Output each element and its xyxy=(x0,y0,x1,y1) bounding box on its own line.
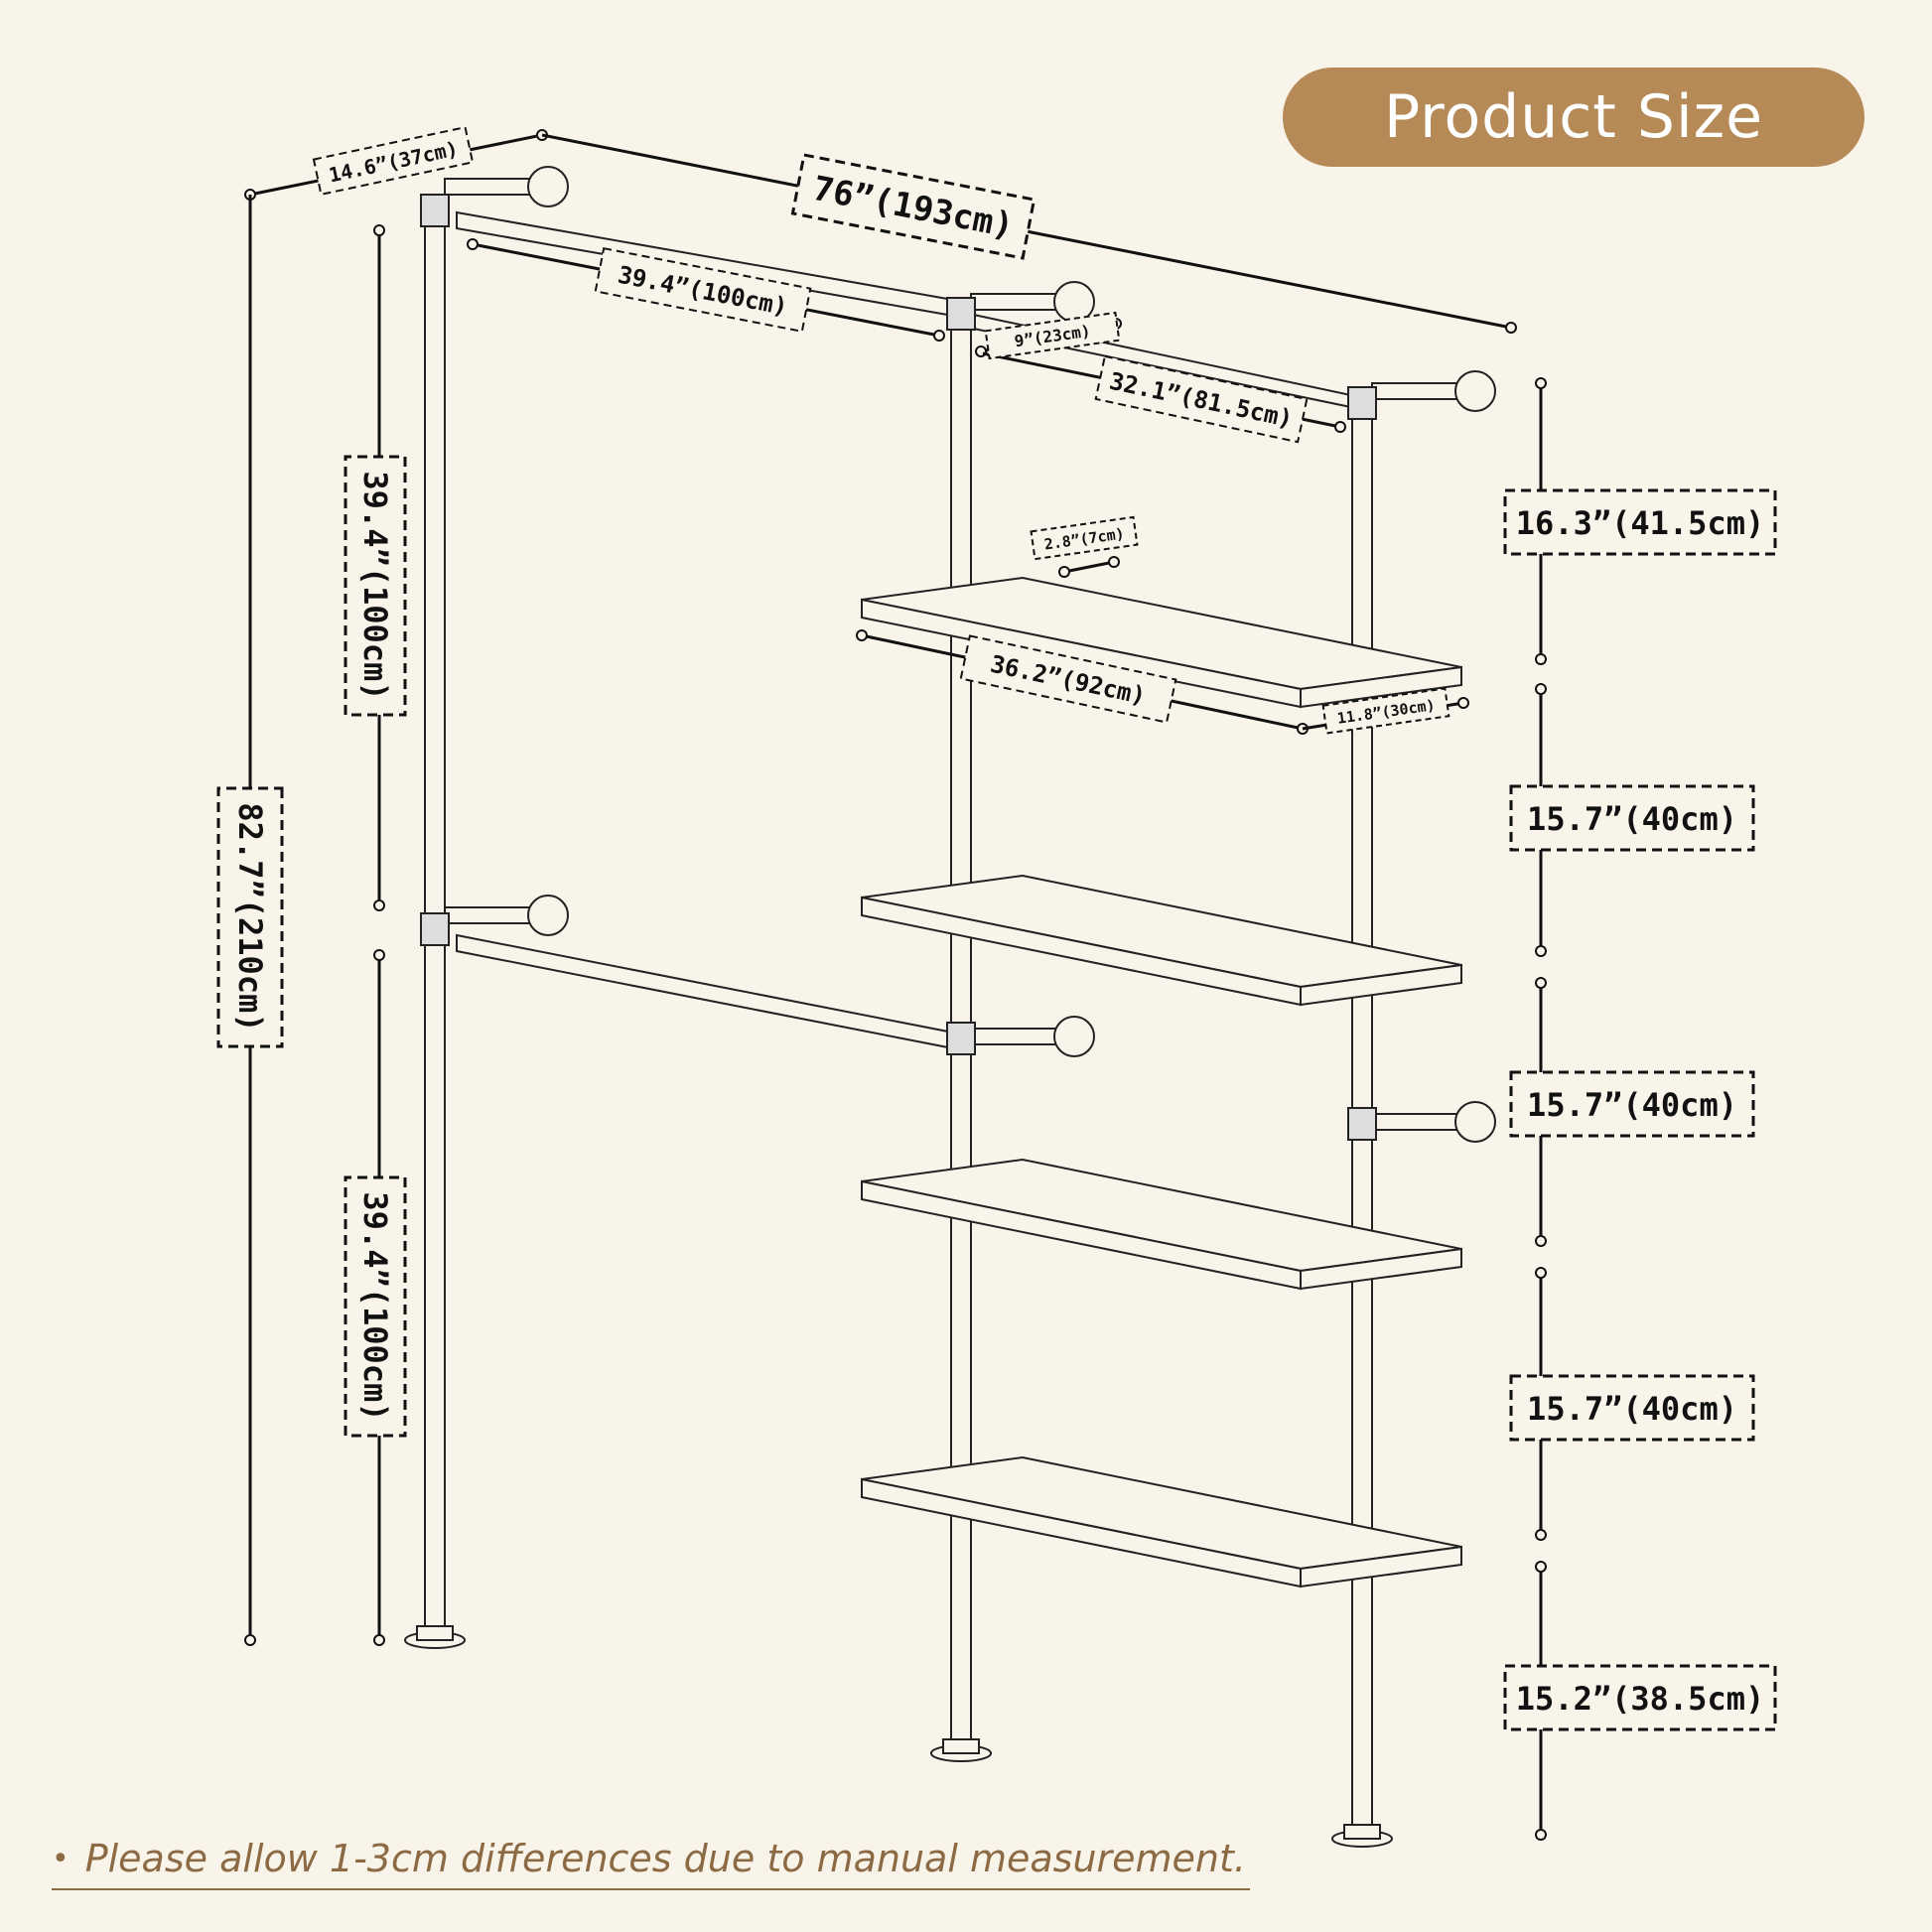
wall-flange-top-left xyxy=(527,166,569,207)
wall-flange-top-right xyxy=(1454,370,1496,412)
top-section-label: 16.3”(41.5cm) xyxy=(1516,504,1764,542)
lower-rod-height-label: 39.4”(100cm) xyxy=(356,1191,394,1421)
wall-flange-lower-middle xyxy=(1053,1016,1095,1057)
shelf-4 xyxy=(861,1455,1462,1588)
shelf-space-1-label: 15.7”(40cm) xyxy=(1527,800,1737,838)
shelf-space-3-label: 15.7”(40cm) xyxy=(1527,1390,1737,1428)
bottom-section-label: 15.2”(38.5cm) xyxy=(1516,1680,1764,1718)
measurement-note: • Please allow 1-3cm differences due to … xyxy=(52,1829,1250,1890)
product-size-title: Product Size xyxy=(1383,82,1764,152)
dimension-labels: 14.6”(37cm) 76”(193cm) 39.4”(100cm) 9”(2… xyxy=(216,125,1777,1731)
lower-hanging-rod xyxy=(456,933,954,1050)
total-height-label: 82.7”(210cm) xyxy=(231,802,269,1032)
note-text: Please allow 1-3cm differences due to ma… xyxy=(84,1837,1246,1880)
shelf-3 xyxy=(861,1158,1462,1291)
upper-rod-height-label: 39.4”(100cm) xyxy=(356,471,394,700)
shelf-space-2-label: 15.7”(40cm) xyxy=(1527,1086,1737,1124)
wall-flange-lower-right xyxy=(1454,1101,1496,1143)
pipe-rack xyxy=(404,166,1496,1848)
shelf-2 xyxy=(861,874,1462,1007)
wall-flange-lower-left xyxy=(527,895,569,936)
note-bullet: • xyxy=(52,1841,69,1876)
product-size-badge: Product Size xyxy=(1283,68,1864,167)
